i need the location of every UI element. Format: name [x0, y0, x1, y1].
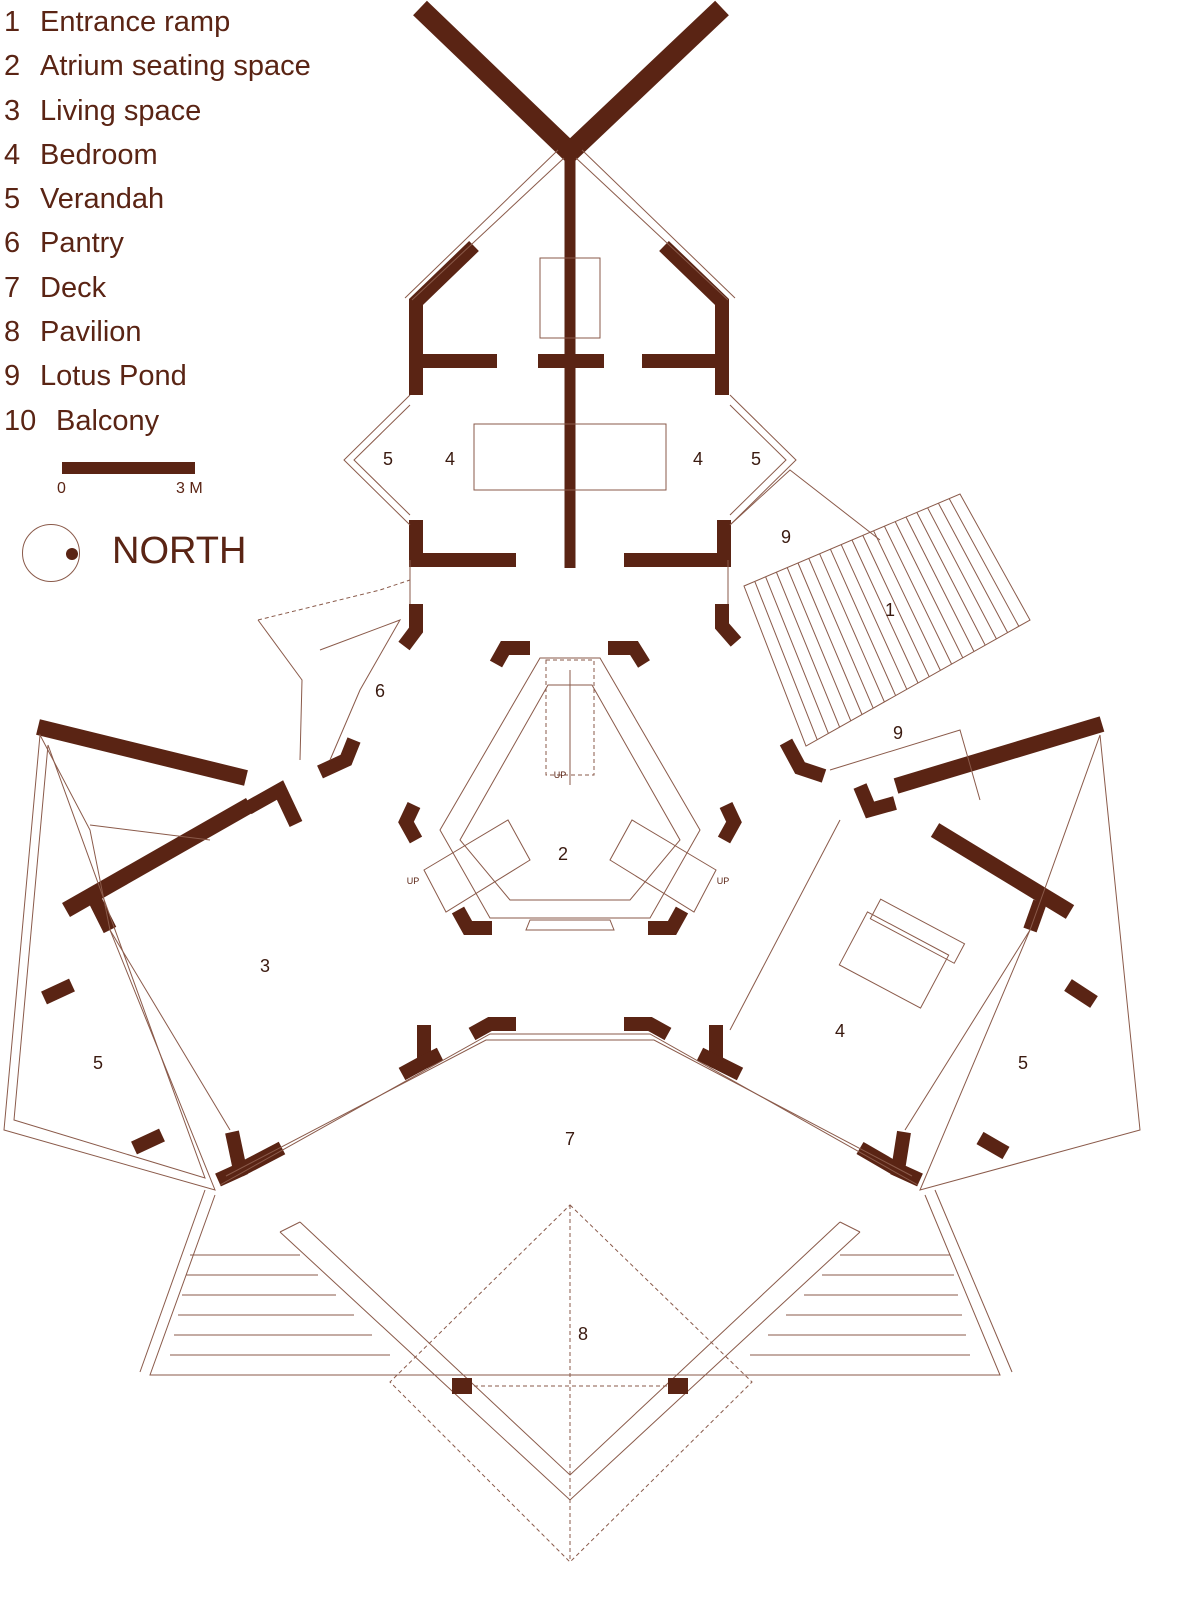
- scale-start-label: 0: [57, 480, 66, 497]
- ramp-stripe: [851, 539, 919, 684]
- room-label: 8: [578, 1324, 588, 1344]
- room-labels: 5 4 4 5 9 1 6 9 2 3 5 4 5 7 8 UP UP UP: [93, 449, 1028, 1344]
- room-label: 3: [260, 956, 270, 976]
- ramp-stripe: [765, 576, 829, 734]
- ramp-stripe: [948, 498, 1020, 627]
- ramp-stripe: [894, 521, 964, 659]
- room-label: 5: [93, 1053, 103, 1073]
- ramp-stripe: [775, 572, 841, 728]
- stair-up-label: UP: [554, 770, 567, 780]
- north-arrow-icon: [22, 524, 80, 582]
- stair-up-label: UP: [717, 876, 730, 886]
- ramp-stripe: [916, 512, 986, 646]
- ramp-stripe: [937, 502, 1009, 633]
- room-label: 5: [1018, 1053, 1028, 1073]
- room-label: 2: [558, 844, 568, 864]
- ramp-stripe: [927, 507, 997, 640]
- ramp-stripe: [754, 581, 818, 740]
- ramp-stripe: [905, 516, 975, 652]
- ramp-stripe: [786, 567, 852, 721]
- room-label: 9: [893, 723, 903, 743]
- room-label: 1: [885, 600, 895, 620]
- room-label: 5: [751, 449, 761, 469]
- room-label: 5: [383, 449, 393, 469]
- room-label: 6: [375, 681, 385, 701]
- thin-lines: [3, 149, 1141, 1563]
- north-dot-icon: [66, 548, 78, 560]
- ramp-stripe: [840, 544, 908, 690]
- room-label: 4: [835, 1021, 845, 1041]
- stair-up-label: UP: [407, 876, 420, 886]
- scale-end-label: 3 M: [176, 480, 203, 497]
- room-label: 4: [693, 449, 703, 469]
- ramp-stripe: [829, 548, 897, 696]
- room-label: 9: [781, 527, 791, 547]
- scale-bar: [62, 462, 195, 474]
- ramp-stripe: [883, 525, 953, 665]
- ramp-stripe: [797, 562, 863, 715]
- ramp-stripe: [862, 535, 930, 677]
- walls: [36, 0, 1105, 1187]
- room-label: 7: [565, 1129, 575, 1149]
- ramp-stripe: [808, 558, 874, 709]
- ramp-stripe: [873, 530, 941, 671]
- ramp-stripe: [819, 553, 885, 703]
- room-label: 4: [445, 449, 455, 469]
- north-label: NORTH: [112, 530, 247, 572]
